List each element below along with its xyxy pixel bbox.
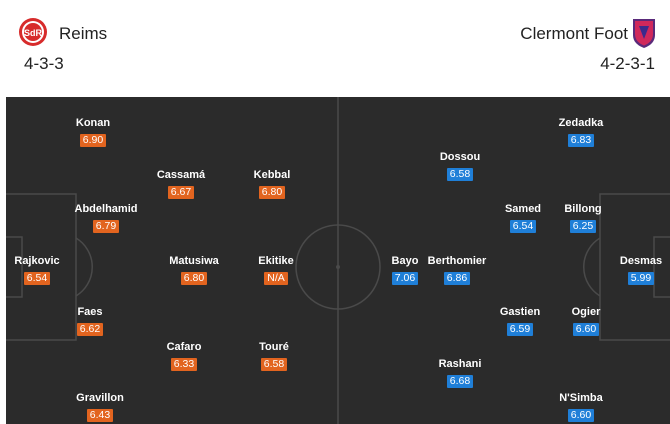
- player-name: Dossou: [439, 151, 481, 163]
- player-rating: 6.59: [506, 323, 534, 336]
- player-rating: 6.90: [79, 134, 107, 147]
- player-rating: 6.58: [446, 168, 474, 181]
- player-berthomier[interactable]: Berthomier 6.86: [417, 255, 497, 286]
- player-rating: 6.62: [76, 323, 104, 336]
- away-formation: 4-2-3-1: [600, 54, 655, 73]
- player-rating: 6.60: [567, 409, 595, 422]
- match-header: SdR Reims 4-3-3 Clermont Foot 4-2-3-1: [0, 0, 670, 92]
- player-toure[interactable]: Touré 6.58: [234, 341, 314, 372]
- pitch: Konan 6.90 Cassamá 6.67 Kebbal 6.80 Abde…: [6, 97, 670, 424]
- reims-crest-icon[interactable]: SdR: [18, 17, 48, 47]
- player-rating: 6.80: [180, 272, 208, 285]
- player-cassama[interactable]: Cassamá 6.67: [141, 169, 221, 200]
- player-name: Samed: [504, 203, 542, 215]
- player-name: Cassamá: [156, 169, 206, 181]
- player-rajkovic[interactable]: Rajkovic 6.54: [6, 255, 77, 286]
- player-name: Gravillon: [76, 392, 124, 404]
- player-cafaro[interactable]: Cafaro 6.33: [144, 341, 224, 372]
- player-rating: 6.67: [167, 186, 195, 199]
- player-ekitike[interactable]: Ekitike N/A: [236, 255, 316, 286]
- player-ogier[interactable]: Ogier 6.60: [546, 306, 626, 337]
- player-rating: 6.33: [170, 358, 198, 371]
- player-rating: 6.54: [509, 220, 537, 233]
- player-name: Gastien: [499, 306, 541, 318]
- player-rating: 6.58: [260, 358, 288, 371]
- svg-text:SdR: SdR: [24, 28, 43, 38]
- player-rating: 6.80: [258, 186, 286, 199]
- player-zedadka[interactable]: Zedadka 6.83: [541, 117, 621, 148]
- player-rating: 7.06: [391, 272, 419, 285]
- player-name: Matusiwa: [169, 255, 219, 267]
- player-faes[interactable]: Faes 6.62: [50, 306, 130, 337]
- player-kebbal[interactable]: Kebbal 6.80: [232, 169, 312, 200]
- home-formation: 4-3-3: [24, 54, 64, 73]
- player-name: Cafaro: [166, 341, 202, 353]
- player-rating: 6.60: [572, 323, 600, 336]
- player-konan[interactable]: Konan 6.90: [53, 117, 133, 148]
- player-gravillon[interactable]: Gravillon 6.43: [60, 392, 140, 423]
- player-rating: 6.25: [569, 220, 597, 233]
- player-name: Rajkovic: [14, 255, 60, 267]
- player-matusiwa[interactable]: Matusiwa 6.80: [154, 255, 234, 286]
- player-name: Konan: [75, 117, 111, 129]
- player-nsimba[interactable]: N'Simba 6.60: [541, 392, 621, 423]
- player-name: Bayo: [391, 255, 419, 267]
- away-team-name[interactable]: Clermont Foot: [520, 24, 628, 43]
- home-team-name[interactable]: Reims: [59, 24, 108, 43]
- player-bayo[interactable]: Bayo 7.06: [365, 255, 445, 286]
- player-rating: 6.68: [446, 375, 474, 388]
- player-rating: 6.83: [567, 134, 595, 147]
- player-billong[interactable]: Billong 6.25: [543, 203, 623, 234]
- player-name: Berthomier: [427, 255, 487, 267]
- player-name: Desmas: [619, 255, 663, 267]
- player-name: Faes: [77, 306, 103, 318]
- player-rating: 5.99: [627, 272, 655, 285]
- player-rating: N/A: [264, 272, 288, 285]
- player-rating: 6.43: [86, 409, 114, 422]
- player-name: Rashani: [438, 358, 482, 370]
- player-name: Touré: [259, 341, 289, 353]
- player-abdelhamid[interactable]: Abdelhamid 6.79: [66, 203, 146, 234]
- player-name: Kebbal: [253, 169, 291, 181]
- player-samed[interactable]: Samed 6.54: [483, 203, 563, 234]
- player-desmas[interactable]: Desmas 5.99: [601, 255, 670, 286]
- player-rating: 6.79: [92, 220, 120, 233]
- player-name: Abdelhamid: [74, 203, 138, 215]
- player-gastien[interactable]: Gastien 6.59: [480, 306, 560, 337]
- player-rashani[interactable]: Rashani 6.68: [420, 358, 500, 389]
- player-name: Ogier: [571, 306, 601, 318]
- player-rating: 6.86: [443, 272, 471, 285]
- pitch-lines: [6, 97, 670, 424]
- player-dossou[interactable]: Dossou 6.58: [420, 151, 500, 182]
- player-name: Zedadka: [558, 117, 604, 129]
- player-name: Ekitike: [258, 255, 294, 267]
- clermont-crest-icon[interactable]: [631, 17, 657, 49]
- player-name: Billong: [564, 203, 602, 215]
- player-rating: 6.54: [23, 272, 51, 285]
- player-name: N'Simba: [559, 392, 603, 404]
